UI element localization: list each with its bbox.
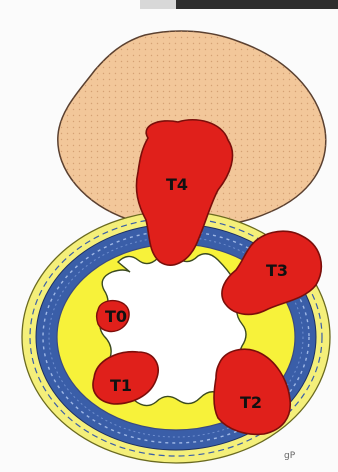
artist-signature: gP	[284, 451, 296, 461]
label-t4: T4	[166, 175, 188, 194]
label-t2: T2	[240, 393, 262, 412]
label-t3: T3	[266, 261, 288, 280]
top-photo-strip	[176, 0, 338, 9]
top-photo-strip-light	[140, 0, 176, 9]
label-t0: T0	[105, 307, 127, 326]
label-t1: T1	[110, 376, 132, 395]
